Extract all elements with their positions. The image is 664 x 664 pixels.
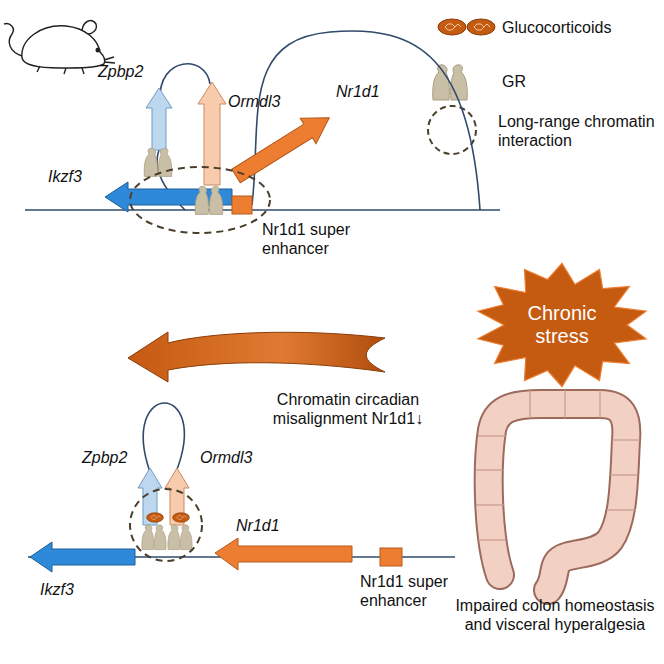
legend-text: Glucocorticoids [502, 18, 611, 37]
gene-label: Ikzf3 [48, 167, 82, 186]
enhancer-label: Nr1d1 super enhancer [360, 572, 460, 610]
state-label: Chromatin circadian misalignment Nr1d1↓ [250, 390, 446, 428]
enhancer-label: Nr1d1 super enhancer [262, 220, 362, 258]
starburst: Chronic stress [474, 262, 650, 388]
gene-label: Zpbp2 [98, 62, 143, 81]
gene-label: Ormdl3 [228, 92, 280, 111]
gene-label: Ormdl3 [200, 448, 252, 467]
outcome-label: Impaired colon homeostasis and visceral … [452, 596, 658, 634]
node-text: Chronic stress [514, 302, 610, 348]
gene-label: Nr1d1 [336, 82, 380, 101]
gene-label: Ikzf3 [40, 580, 74, 599]
gene-label: Nr1d1 [236, 516, 280, 535]
gene-label: Zpbp2 [82, 448, 127, 467]
legend-text: GR [502, 72, 526, 91]
legend-text: Long-range chromatin interaction [498, 112, 658, 150]
colon [476, 390, 640, 590]
